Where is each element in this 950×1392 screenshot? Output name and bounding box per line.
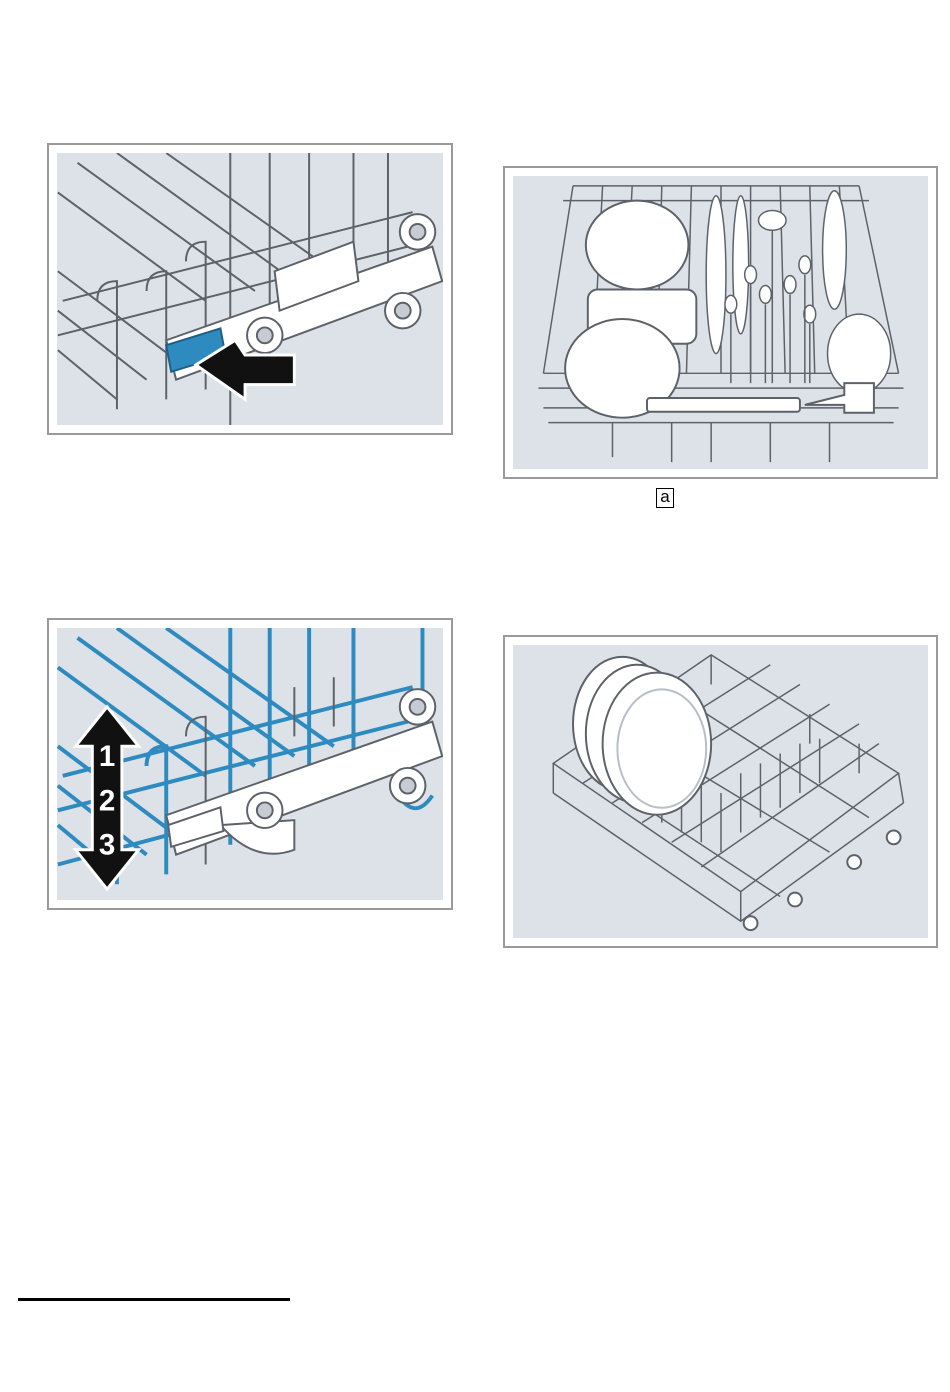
figure-callout-label: a	[656, 488, 674, 508]
height-level-1: 1	[99, 740, 115, 773]
height-level-2: 2	[99, 784, 115, 817]
rack-release-illustration	[57, 153, 443, 425]
bowl-icon	[565, 201, 696, 418]
height-level-3: 3	[99, 829, 115, 862]
wheel-icon	[744, 830, 901, 930]
upper-basket-illustration	[513, 176, 928, 469]
footnote-separator	[18, 1298, 290, 1301]
cutlery-icon	[706, 191, 890, 393]
figure-height-adjust: 1 2 3	[47, 618, 453, 910]
figure-release-lever	[47, 143, 453, 435]
cup-shelf	[647, 398, 800, 412]
lower-basket-illustration	[513, 645, 928, 938]
figure-lower-basket	[503, 635, 938, 948]
figure-upper-basket	[503, 166, 938, 479]
rack-height-illustration: 1 2 3	[57, 628, 443, 900]
